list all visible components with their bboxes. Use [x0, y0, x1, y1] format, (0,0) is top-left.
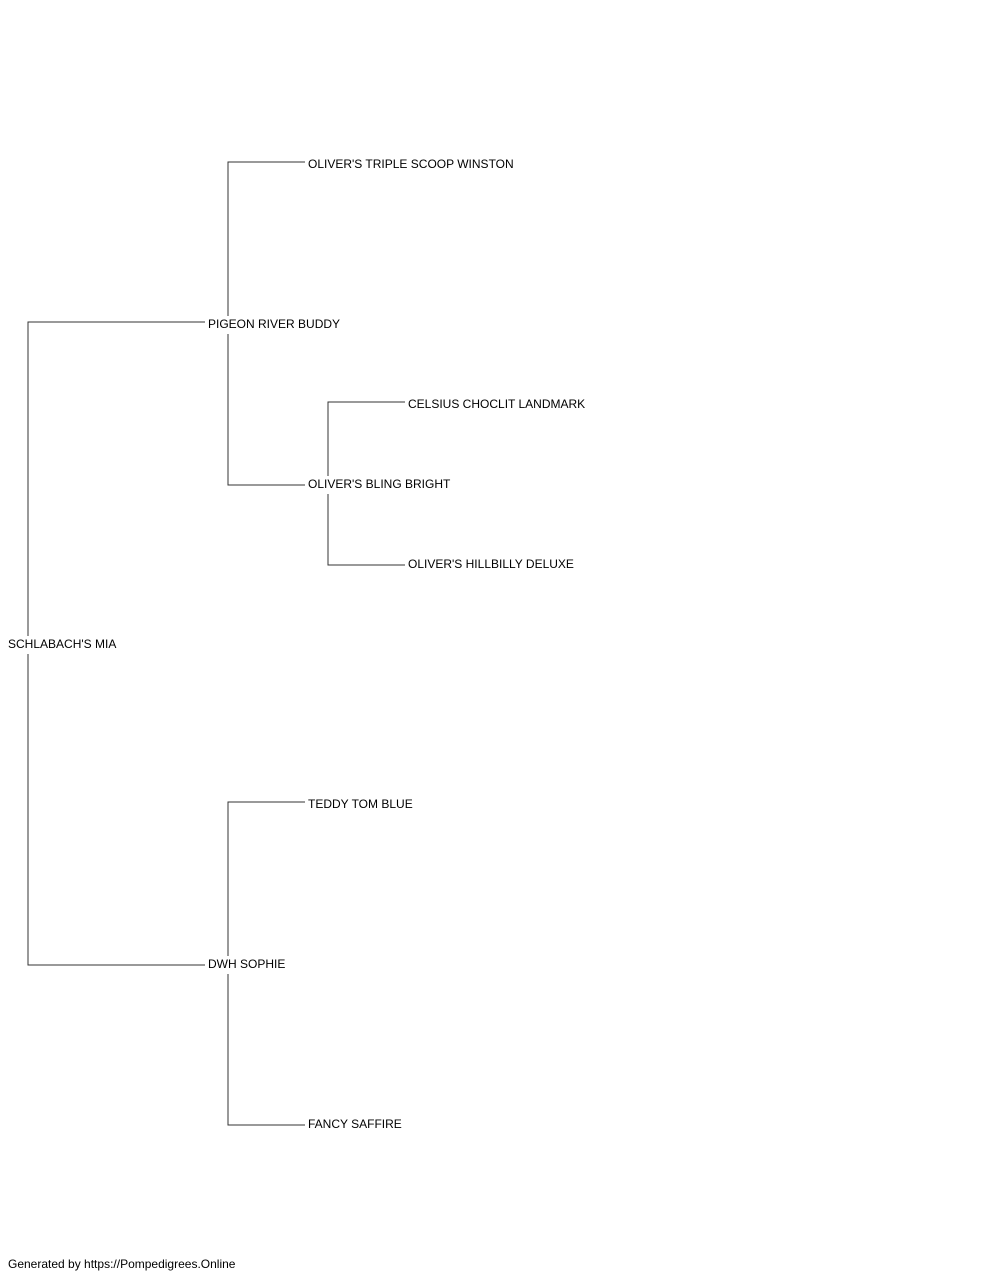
footer-credit: Generated by https://Pompedigrees.Online — [8, 1257, 236, 1271]
connector-dam-dam — [227, 974, 305, 1126]
connector-sire-dam — [227, 334, 305, 486]
node-sire-sire: OLIVER'S TRIPLE SCOOP WINSTON — [308, 157, 514, 171]
node-sire-dam-dam: OLIVER'S HILLBILLY DELUXE — [408, 557, 574, 571]
node-dam-sire: TEDDY TOM BLUE — [308, 797, 413, 811]
connector-subject-dam — [27, 654, 205, 966]
connector-sire-dam-sire — [327, 401, 405, 476]
connector-dam-sire — [227, 801, 305, 956]
node-dam: DWH SOPHIE — [208, 957, 286, 971]
node-subject: SCHLABACH'S MIA — [8, 637, 117, 651]
node-sire: PIGEON RIVER BUDDY — [208, 317, 341, 331]
connector-sire-dam-dam — [327, 494, 405, 566]
node-dam-dam: FANCY SAFFIRE — [308, 1117, 402, 1131]
node-sire-dam: OLIVER'S BLING BRIGHT — [308, 477, 451, 491]
connector-sire-sire — [227, 161, 305, 316]
connector-subject-sire — [27, 321, 205, 636]
node-sire-dam-sire: CELSIUS CHOCLIT LANDMARK — [408, 397, 586, 411]
